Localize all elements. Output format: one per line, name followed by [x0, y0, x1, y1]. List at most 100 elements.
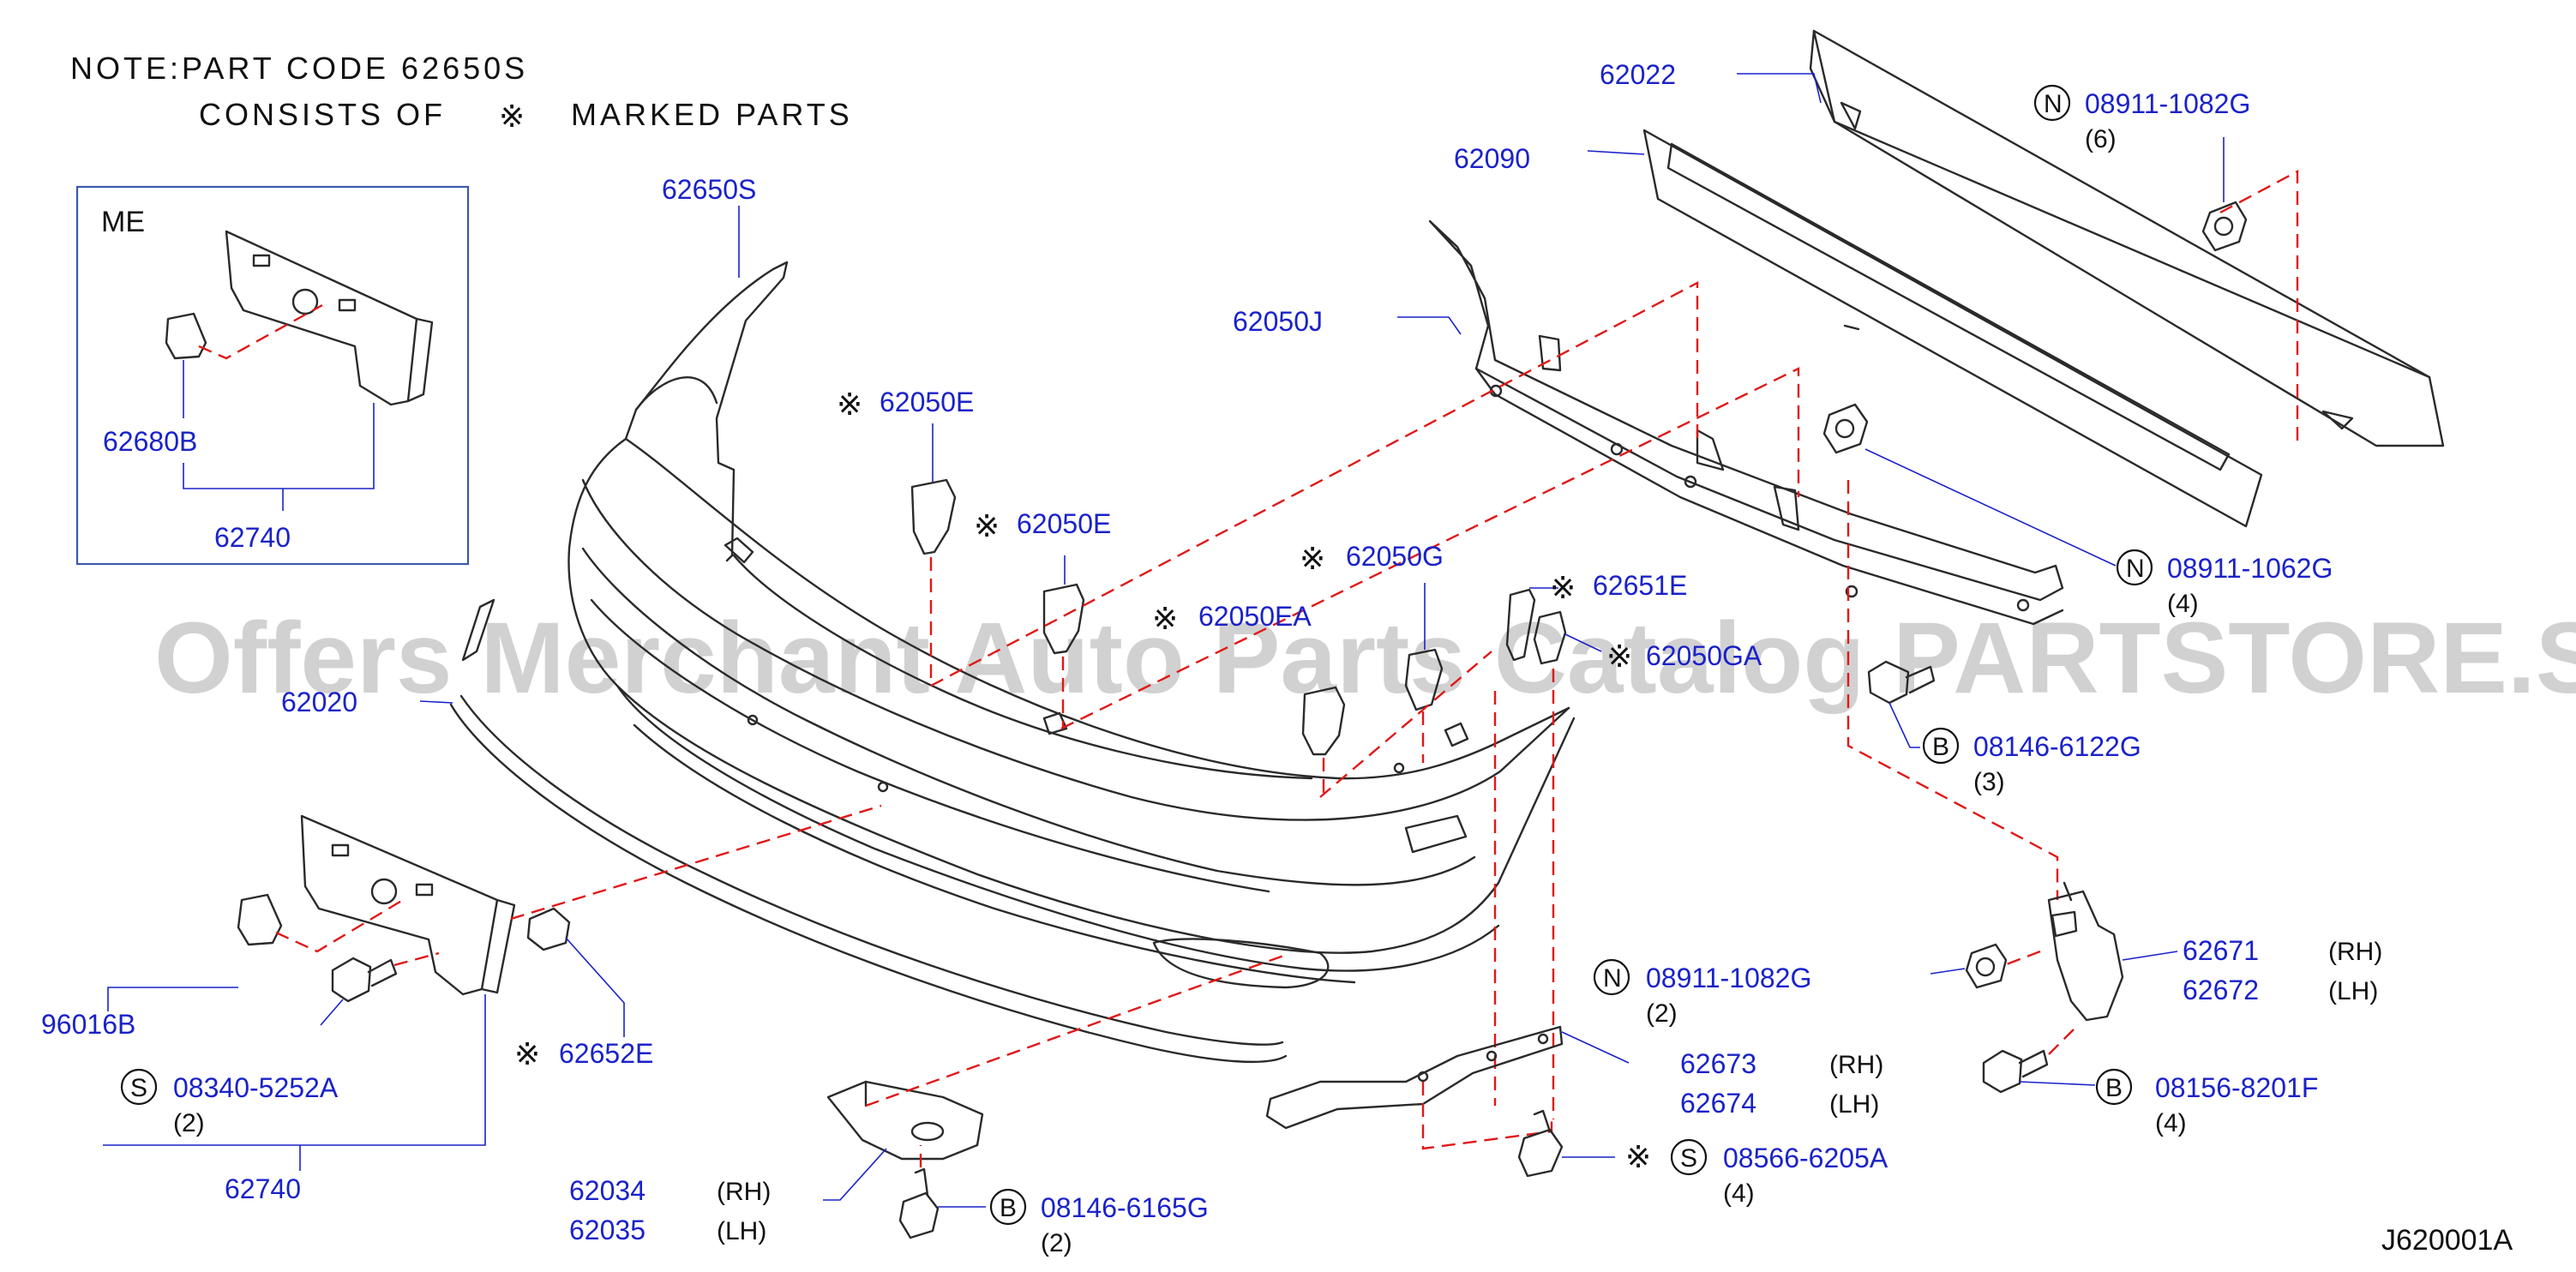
label-62651E: 62651E: [1593, 570, 1687, 601]
mark-symbol: ※: [1606, 639, 1636, 674]
fastener-n1-qty: (6): [2085, 125, 2117, 153]
fastener-b1-qty: (3): [1973, 768, 2005, 796]
bolt-08146-6165G: [898, 1191, 940, 1239]
fastener-s1-prefix: S: [130, 1074, 147, 1102]
fastener-n1-prefix: N: [2044, 90, 2063, 118]
clip-62050G: [1404, 583, 1444, 763]
bumper-fascia-62650S: [567, 261, 1576, 989]
fastener-b2: B 08146-6165G (2): [989, 1188, 1209, 1257]
label-62034-side: (RH): [717, 1178, 771, 1206]
label-62050J: 62050J: [1233, 306, 1323, 337]
label-62672: 62672: [2183, 975, 2259, 1005]
inset-clip: [165, 312, 207, 360]
inset-frame: [75, 185, 470, 566]
fastener-n2-prefix: N: [2126, 555, 2145, 583]
fastener-n3-code: 08911-1082G: [1646, 963, 1811, 993]
inset-leader-b: [183, 403, 375, 489]
bolt-08146-6122G: [1867, 660, 1936, 748]
label-62671-side: (RH): [2328, 938, 2382, 966]
label-62022: 62022: [1600, 59, 1676, 90]
clip-62050E-2: [1042, 555, 1085, 729]
clip-62651E: [1493, 587, 1558, 1106]
label-62650S: 62650S: [662, 174, 756, 205]
front-member-62050J: [1428, 219, 2064, 626]
clip-62050E-1: [910, 423, 957, 686]
label-62674: 62674: [1680, 1088, 1756, 1119]
mark-symbol: ※: [1300, 541, 1329, 576]
inset-dash: [198, 303, 323, 360]
label-62050GA: 62050GA: [1646, 640, 1762, 671]
dash-connector: [1319, 651, 1492, 798]
fastener-b2-prefix: B: [1000, 1194, 1017, 1222]
diagram-code: J620001A: [2381, 1224, 2513, 1257]
label-62671: 62671: [2183, 935, 2259, 966]
inset-slot: [252, 254, 271, 267]
fog-cover-62034: [823, 953, 1287, 1239]
label-62035-side: (LH): [717, 1217, 766, 1245]
fastener-n3-prefix: N: [1603, 964, 1622, 993]
screw-08566: [1517, 1128, 1564, 1178]
fastener-b1: B 08146-6122G (3): [1922, 727, 2141, 796]
bolt-08340: [331, 957, 372, 1003]
mark-symbol: ※: [1152, 601, 1181, 636]
bracket-62740: [103, 804, 882, 1171]
fastener-b3: B 08156-8201F (4): [2095, 1068, 2318, 1137]
dash-connector: [1846, 480, 2059, 900]
fastener-b3-qty: (4): [2155, 1109, 2187, 1137]
inset-label-62680B: 62680B: [103, 426, 197, 457]
inset-title: ME: [101, 206, 145, 238]
fastener-s2-prefix: S: [1680, 1144, 1697, 1173]
fastener-n2-qty: (4): [2167, 590, 2199, 618]
label-62050EA: 62050EA: [1198, 601, 1312, 632]
label-62652E: 62652E: [559, 1038, 653, 1069]
molding-62020: [419, 598, 1288, 1064]
clip-62050EA: [1301, 686, 1346, 797]
reinforcement-62090: [1642, 129, 2263, 528]
fastener-n2: N 08911-1062G (4): [2116, 549, 2333, 618]
fastener-b1-code: 08146-6122G: [1973, 731, 2141, 762]
fastener-b3-prefix: B: [2105, 1074, 2123, 1102]
mark-symbol: ※: [837, 387, 866, 422]
clip-96016B: [237, 893, 283, 946]
fastener-s1: S 08340-5252A (2): [120, 1068, 339, 1137]
reinforcement-62022: [1809, 29, 2445, 447]
leader-62090: [1587, 150, 1645, 155]
mark-symbol: ※: [1625, 1139, 1654, 1174]
inset-slot: [338, 298, 357, 312]
fastener-n3-qty: (2): [1646, 999, 1678, 1028]
fastener-n2-code: 08911-1062G: [2167, 553, 2333, 584]
label-62672-side: (LH): [2328, 977, 2378, 1005]
inset-label-62740: 62740: [214, 522, 291, 553]
label-62674-side: (LH): [1829, 1090, 1879, 1119]
fastener-b1-prefix: B: [1932, 733, 1949, 761]
label-62090: 62090: [1454, 143, 1530, 174]
grommet-62652E: [526, 907, 571, 951]
fastener-n1: N 08911-1082G (6): [2033, 84, 2250, 153]
fastener-n3: N 08911-1082G (2): [1593, 958, 1811, 1028]
mark-symbol: ※: [514, 1036, 543, 1071]
label-62050G: 62050G: [1346, 541, 1444, 572]
fastener-s1-qty: (2): [173, 1109, 205, 1137]
lower-bracket-62673: [1265, 1025, 1630, 1178]
fastener-s2-code: 08566-6205A: [1723, 1143, 1888, 1173]
label-62035: 62035: [569, 1215, 646, 1245]
side-bracket-62671: [1930, 881, 2178, 1094]
dash-connector: [1060, 367, 1800, 730]
label-62673: 62673: [1680, 1048, 1756, 1079]
label-96016B: 96016B: [41, 1009, 135, 1040]
label-62050E-2: 62050E: [1017, 508, 1111, 539]
dash-connector: [930, 281, 1699, 687]
fastener-b2-qty: (2): [1041, 1229, 1072, 1257]
note-mark-symbol: ※: [499, 99, 528, 134]
note-line-2: CONSISTS OF: [199, 97, 446, 132]
note-line-2b: MARKED PARTS: [571, 97, 853, 132]
fastener-n1-code: 08911-1082G: [2085, 88, 2250, 119]
label-62050E-1: 62050E: [880, 387, 974, 417]
leader-62022: [1737, 73, 1822, 104]
watermark: Offers Merchant Auto Parts Catalog PARTS…: [154, 602, 2576, 715]
label-62034: 62034: [569, 1175, 646, 1206]
fastener-s1-code: 08340-5252A: [173, 1072, 339, 1103]
label-62020: 62020: [281, 687, 357, 717]
